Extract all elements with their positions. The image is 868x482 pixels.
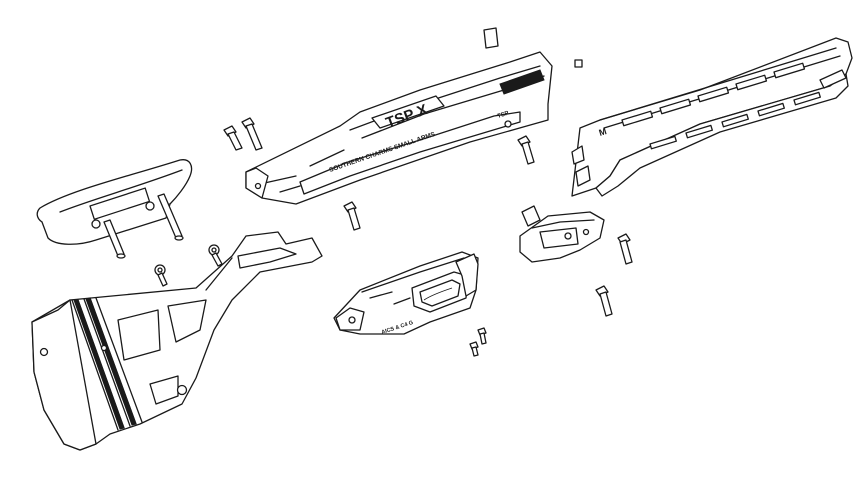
screw-a <box>223 125 243 151</box>
screw-d <box>517 135 535 165</box>
forend-logo: M <box>598 126 608 138</box>
buttstock-frame <box>31 231 323 451</box>
chassis-body: TSP X SOUTHERN CHARMS SMALL ARMS TSP <box>245 51 553 205</box>
swivel-1 <box>154 264 168 287</box>
forend-rail: M <box>571 37 853 197</box>
action-screws <box>223 27 633 357</box>
screw-f <box>595 285 613 317</box>
chassis-mark-tail: TSP <box>497 111 510 120</box>
bolt-release-block <box>519 205 605 263</box>
screw-b <box>241 117 263 151</box>
trigger-guard-detail <box>423 287 453 301</box>
screw-c <box>343 201 361 231</box>
small-screw-1 <box>477 327 487 345</box>
sling-swivels <box>154 244 223 287</box>
pin-top <box>483 27 583 68</box>
small-screw-2 <box>469 341 479 357</box>
riser-posts <box>103 193 184 259</box>
swivel-2 <box>208 244 223 267</box>
screw-e <box>617 233 633 265</box>
magwell: AICS & C4 G <box>333 251 479 336</box>
